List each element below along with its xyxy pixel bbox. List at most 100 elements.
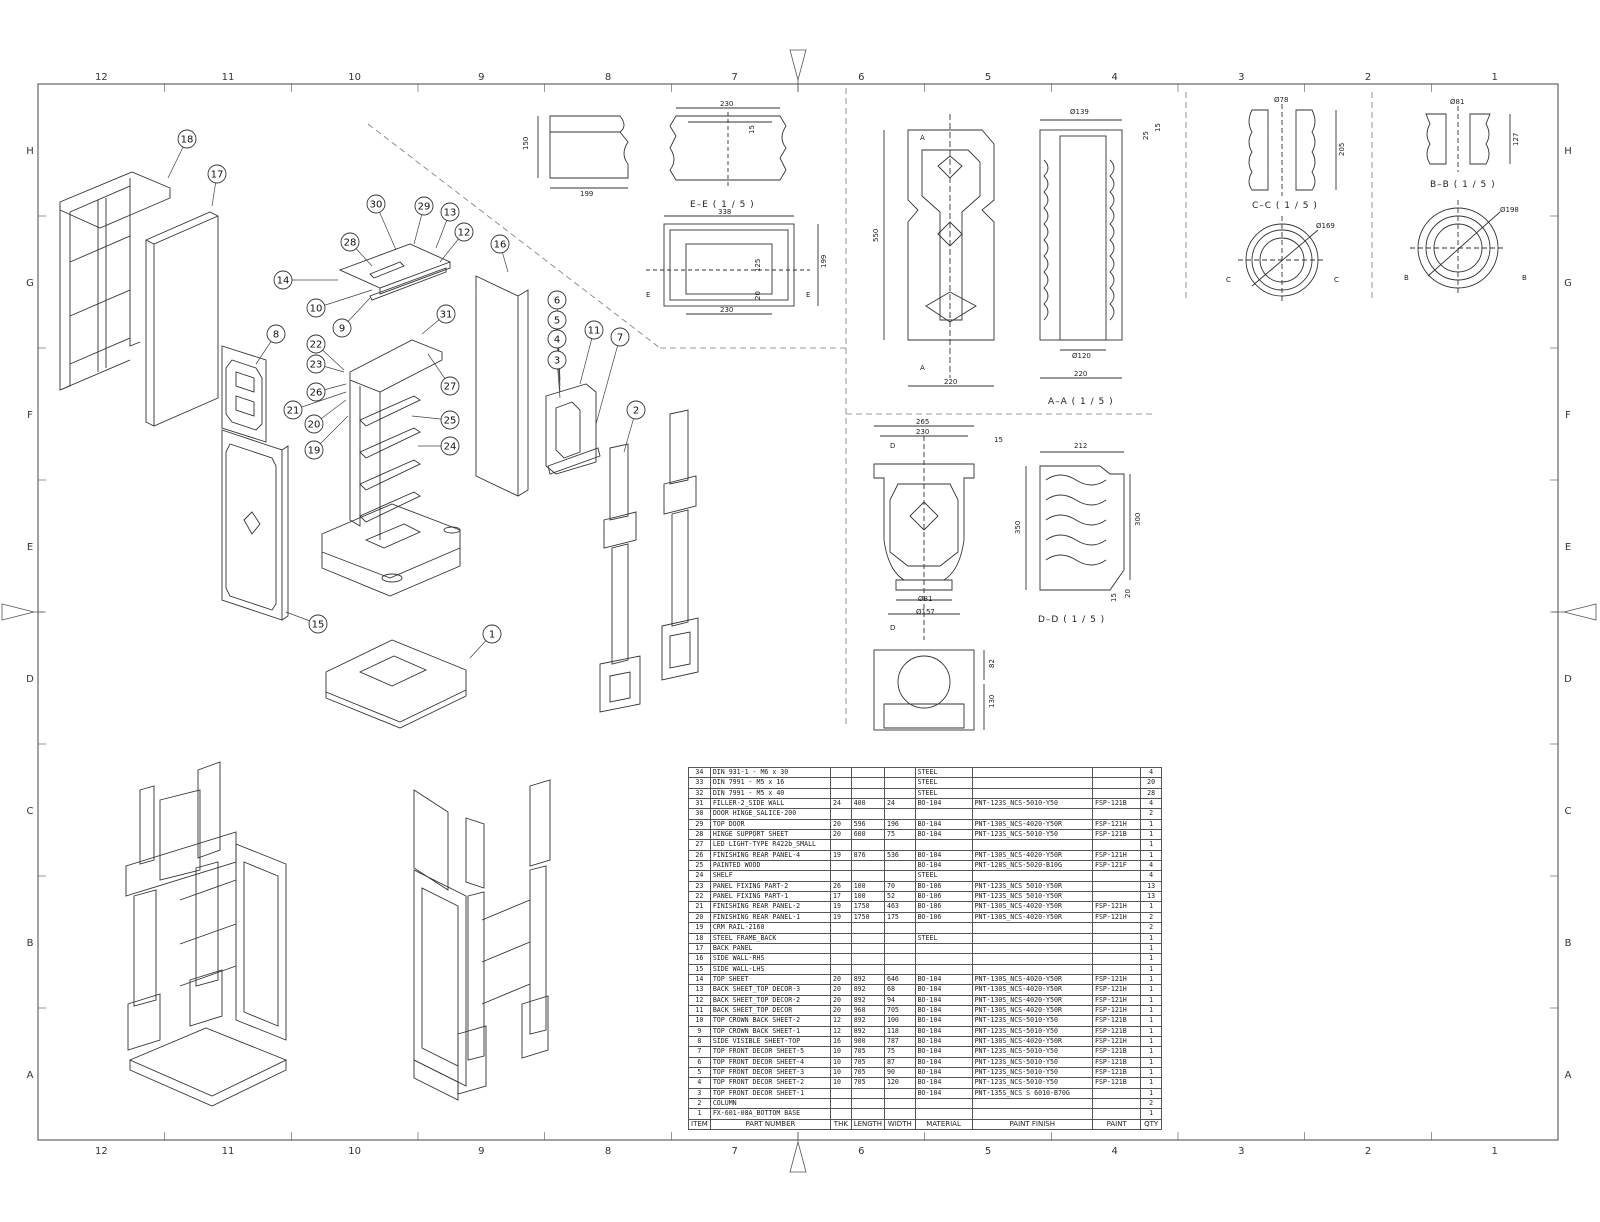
part-balloon: 1 [469,624,502,659]
bom-cell: FSP-121H [1091,973,1142,986]
side-wall-rhs [475,275,529,497]
dim-text: Ø157 [916,608,935,616]
balloon-number: 2 [633,406,639,417]
bom-cell: 900 [850,1035,885,1048]
part-balloon: 11 [579,320,604,385]
balloon-circle [304,414,324,434]
bom-cell: 600 [850,829,885,841]
bom-cell: 1 [1140,942,1162,955]
bom-cell: STEEL [914,766,973,779]
dim-text: 350 [1014,521,1022,534]
balloon-circle [490,234,510,254]
part-balloon: 13 [435,202,460,249]
bom-cell: FX-601-08A_BOTTOM BASE [709,1108,832,1120]
balloon-circle [440,436,460,456]
zone-row-label: H [26,146,34,157]
bom-cell: DIN 7991 - M5 x 16 [709,777,832,789]
bom-cell: BACK SHEET_TOP DECOR [709,1004,832,1017]
bom-cell [971,1097,1093,1110]
zone-row-label: E [1565,542,1571,553]
bom-cell: BO-106 [914,880,973,893]
dim-text: 20 [1124,589,1132,598]
bom-cell: SIDE VISIBLE SHEET-TOP [709,1035,832,1048]
dim-text: 199 [820,255,828,268]
view-dd-side [1025,451,1131,591]
section-mark-d: D [890,624,895,632]
balloon-circle [308,614,328,634]
bom-cell: PNT-123S_NCS-5010-Y50 [971,1056,1093,1068]
bom-cell: 28 [1140,787,1162,800]
view-bb [1410,106,1511,296]
bom-cell: DIN 7991 - M5 x 40 [709,787,832,800]
bom-cell: 1 [1140,953,1162,965]
view-ee-labels: 150 199 230 15 E–E ( 1 / 5 ) 338 125 20 … [522,100,828,314]
bom-cell: 9 [688,1025,711,1037]
bom-cell: 2 [1140,1097,1162,1110]
bom-cell: 29 [688,818,711,831]
bom-cell [830,787,852,800]
dim-text: Ø169 [1316,222,1335,230]
bottom-base [325,639,467,729]
bom-cell: 25 [688,860,711,872]
balloon-circle [273,270,293,290]
bom-cell: 26 [830,880,852,893]
bom-cell: BO-104 [914,984,973,996]
bom-cell: 4 [688,1077,711,1089]
bom-cell: BO-106 [914,891,973,903]
bom-header: QTY [1140,1118,1162,1131]
bom-cell: 26 [688,849,711,862]
balloon-number: 29 [418,202,431,213]
bom-cell: PNT-135S_NCS S 6010-B70G [971,1087,1093,1100]
bom-cell [971,787,1093,800]
bom-cell: 34 [688,766,711,779]
bom-cell: 4 [1140,798,1162,810]
balloon-number: 6 [554,296,560,307]
bom-cell: BACK SHEET_TOP DECOR-3 [709,984,832,996]
balloon-circle [306,298,326,318]
bom-cell: 1 [1140,1015,1162,1027]
bom-cell: 20 [830,984,852,996]
balloon-circle [266,324,286,344]
bom-cell: 2 [1140,911,1162,924]
bom-cell: 8 [688,1035,711,1048]
view-label-cc: C–C ( 1 / 5 ) [1252,201,1318,211]
bom-cell: 4 [1140,860,1162,872]
bom-cell: LED LIGHT-TYPE R422b_SMALL [709,839,832,851]
bom-cell: FSP-121B [1091,798,1142,810]
bom-cell: PNT-123S_NCS-5010-Y50 [971,829,1093,841]
dim-text: 550 [872,229,880,242]
bom-cell [971,932,1093,944]
bom-cell: 90 [883,1066,916,1079]
bom-cell: PANEL FIXING PART-2 [709,880,832,893]
dim-text: 230 [720,306,733,314]
bom-cell: PNT-130S_NCS-4020-Y50R [971,1035,1093,1048]
zone-row-label: E [27,542,33,553]
bom-cell: SIDE WALL-RHS [709,953,832,965]
balloon-number: 27 [444,382,457,393]
bom-cell: 20 [830,818,852,831]
balloon-number: 3 [554,356,560,367]
dim-text: 15 [1110,593,1118,602]
balloon-circle [332,318,352,338]
zone-row-label: A [1565,1070,1572,1081]
bom-cell: STEEL [914,787,973,800]
balloon-number: 22 [310,340,323,351]
bom-cell [850,932,885,944]
bom-cell [850,953,885,965]
part-balloon: 29 [413,196,434,245]
dim-text: 25 [1142,131,1150,140]
bom-cell: BO-104 [914,1066,973,1079]
bom-cell [850,963,885,975]
part-balloon: 5 [547,310,567,387]
balloon-number: 7 [617,333,623,344]
dim-text: 125 [754,259,762,272]
bom-cell: FSP-121H [1091,901,1142,913]
